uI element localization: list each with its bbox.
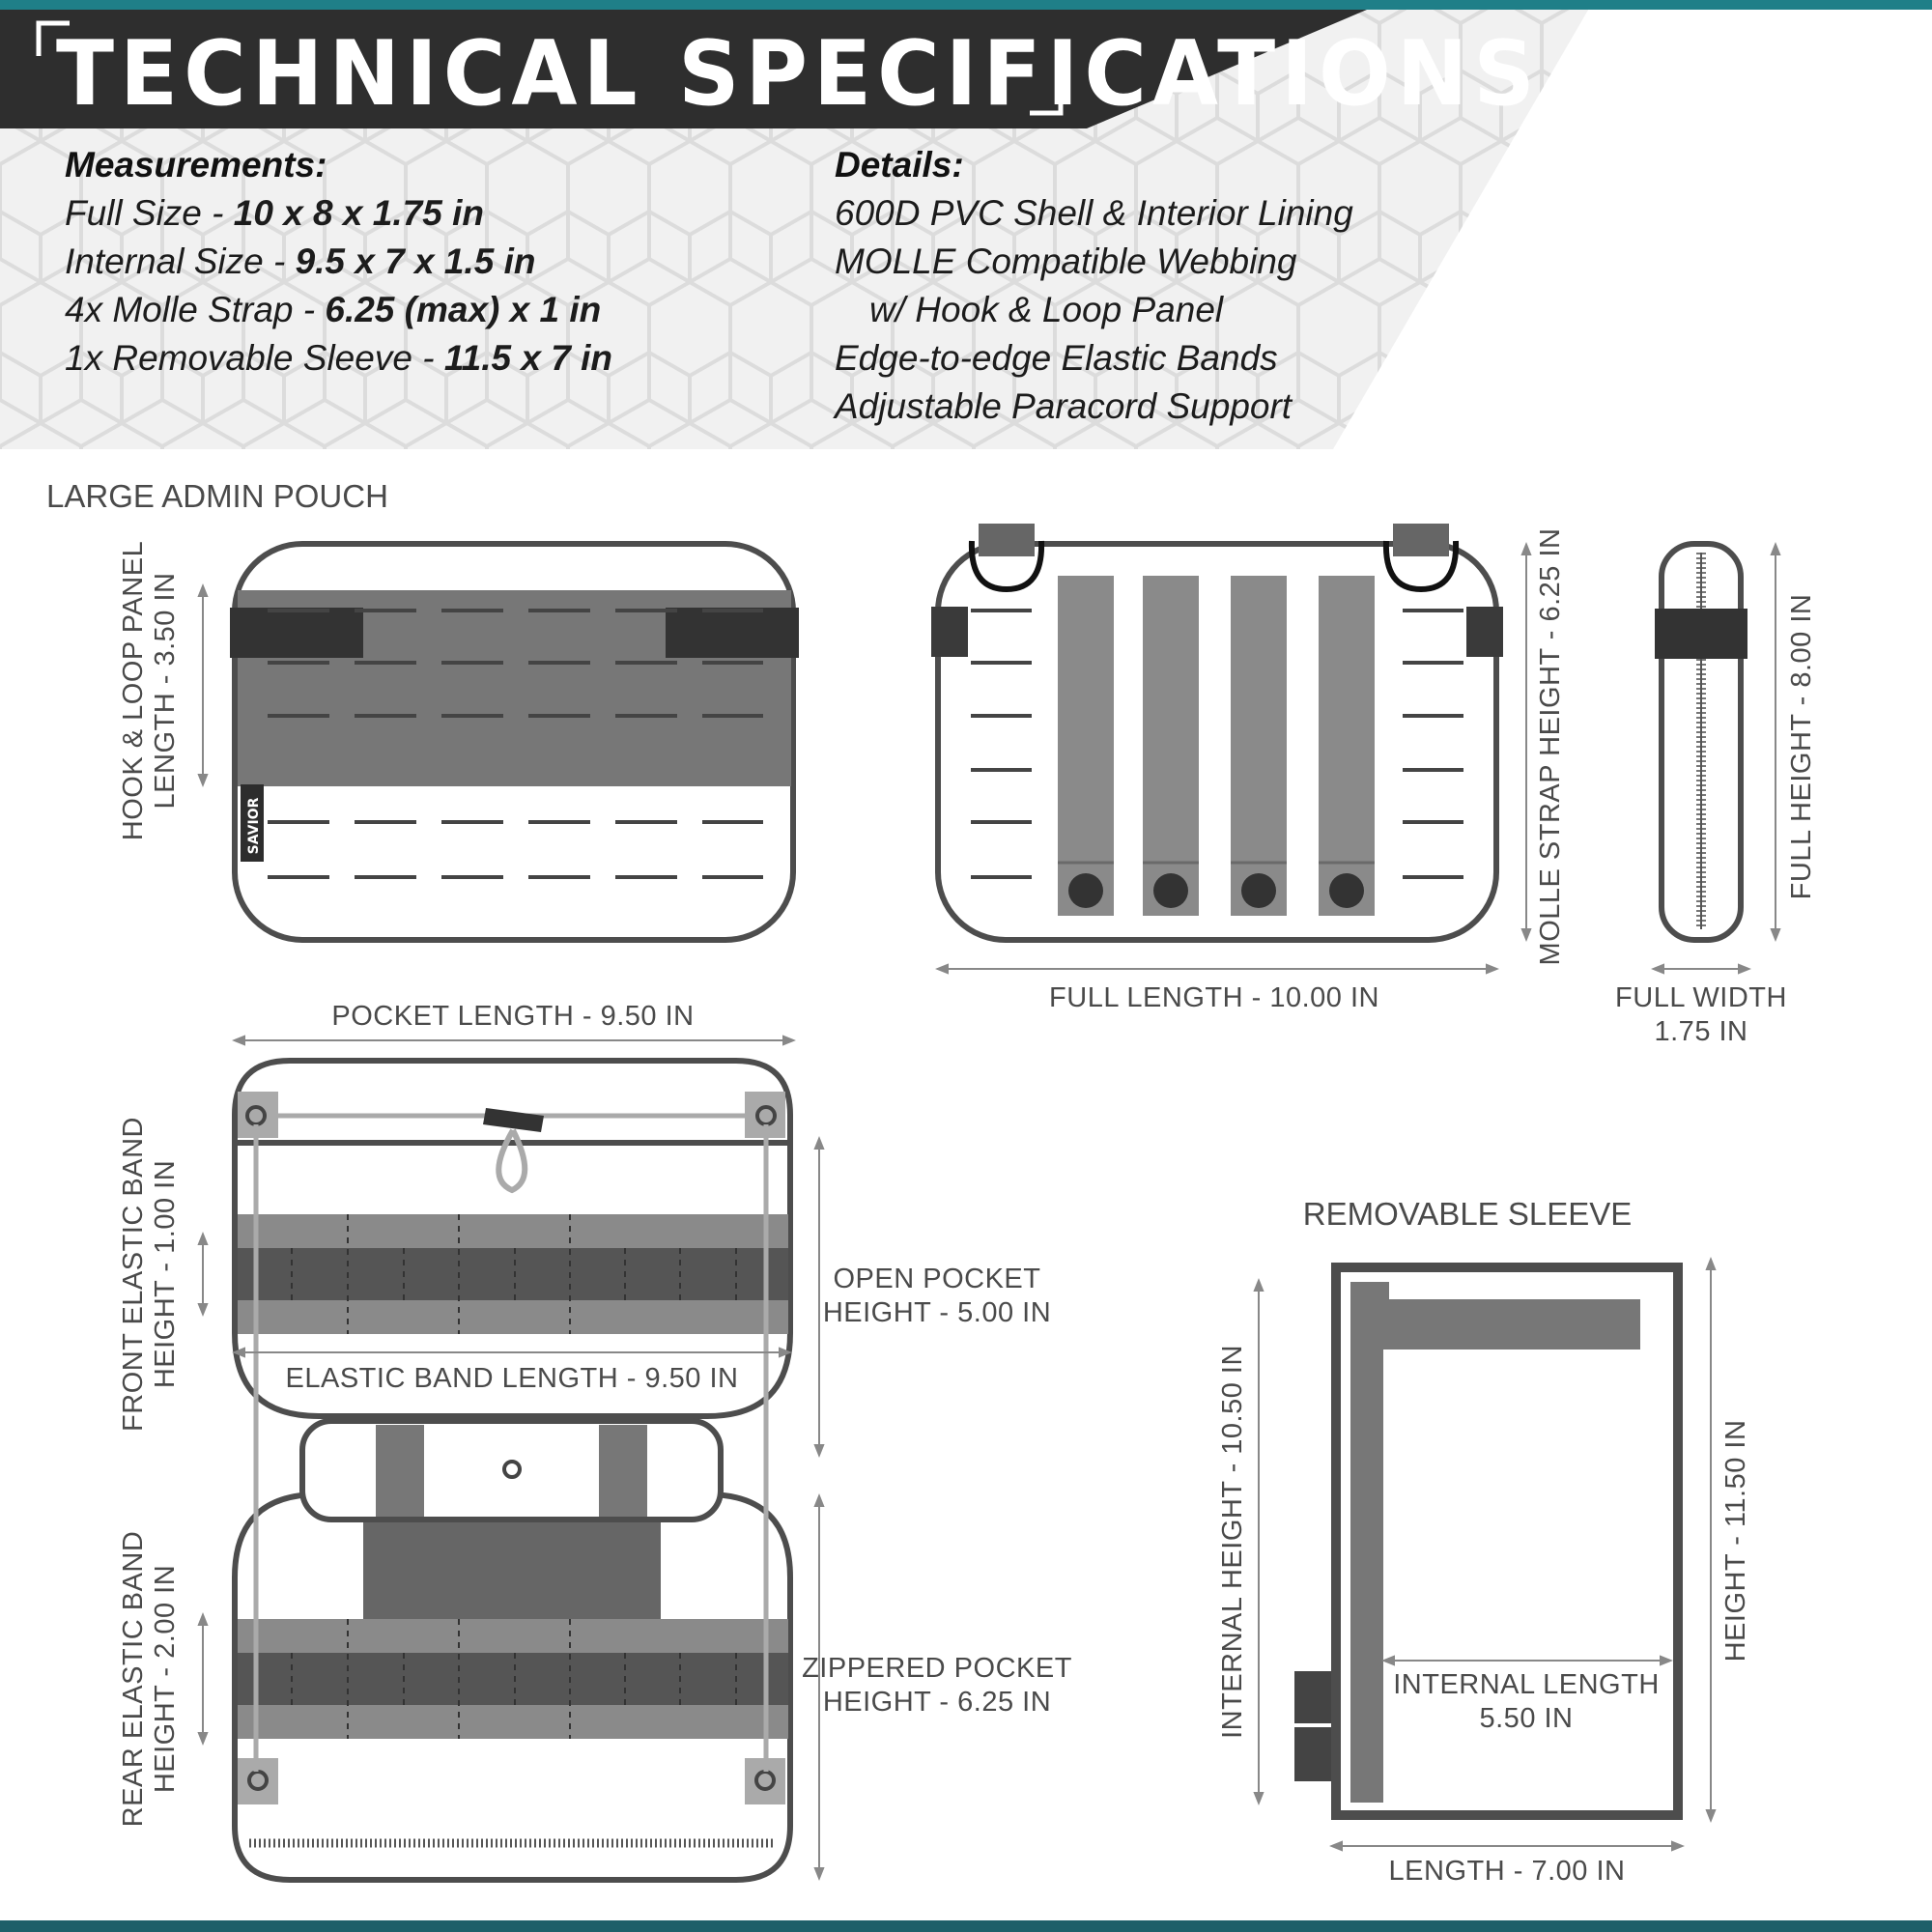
internal-length-label-2: 5.50 IN <box>1480 1703 1574 1734</box>
pouch-section-title: LARGE ADMIN POUCH <box>46 478 388 514</box>
cord-lock <box>483 1108 544 1132</box>
measurement-value: 6.25 (max) x 1 in <box>325 290 602 329</box>
top-accent-stripe <box>0 0 1932 10</box>
pouch-front-view: SAVIOR <box>230 541 799 943</box>
d-ring-left <box>968 540 1045 593</box>
bracket-bottom-right <box>1030 81 1064 116</box>
measurement-row: 4x Molle Strap - 6.25 (max) x 1 in <box>65 290 601 330</box>
height-label: HEIGHT - 11.50 IN <box>1720 1420 1751 1662</box>
detail-row: w/ Hook & Loop Panel <box>869 290 1224 329</box>
pouch-back-view <box>931 524 1503 943</box>
hook-loop-label-2: LENGTH - 3.50 IN <box>150 573 181 810</box>
molle-straps <box>1058 576 1375 916</box>
title-banner <box>0 10 1367 128</box>
bottom-accent-stripe <box>0 1920 1932 1932</box>
rear-band-label-2: HEIGHT - 2.00 IN <box>150 1565 181 1793</box>
measurements-heading: Measurements: <box>65 145 327 185</box>
measurement-value: 10 x 8 x 1.75 in <box>233 193 484 233</box>
hook-loop-tab-left <box>230 608 363 658</box>
full-width-label-1: FULL WIDTH <box>1615 982 1787 1013</box>
hook-loop-tab-right <box>666 608 799 658</box>
measurement-value: 11.5 x 7 in <box>443 338 612 378</box>
detail-row: 600D PVC Shell & Interior Lining <box>835 193 1353 233</box>
measurement-label: Internal Size - <box>65 242 296 281</box>
rear-band-label-1: REAR ELASTIC BAND <box>118 1531 149 1828</box>
internal-height-label: INTERNAL HEIGHT - 10.50 IN <box>1217 1345 1248 1739</box>
removable-sleeve <box>1294 1263 1683 1820</box>
details-heading: Details: <box>835 145 964 185</box>
measurement-row: Internal Size - 9.5 x 7 x 1.5 in <box>65 242 535 282</box>
measurement-row: Full Size - 10 x 8 x 1.75 in <box>65 193 484 234</box>
full-length-label: FULL LENGTH - 10.00 IN <box>1049 982 1379 1013</box>
elastic-length-label: ELASTIC BAND LENGTH - 9.50 IN <box>286 1363 739 1394</box>
detail-row: Adjustable Paracord Support <box>835 386 1293 426</box>
d-ring-right <box>1382 540 1460 593</box>
measurement-label: 4x Molle Strap - <box>65 290 326 329</box>
pouch-interior-view <box>232 1058 793 1883</box>
measurement-label: Full Size - <box>65 193 234 233</box>
brand-tag <box>241 784 264 862</box>
zip-pocket-label-1: ZIPPERED POCKET <box>802 1653 1072 1684</box>
hinge-spine <box>299 1418 724 1522</box>
measurement-row: 1x Removable Sleeve - 11.5 x 7 in <box>65 338 612 379</box>
detail-row: MOLLE Compatible Webbing <box>835 242 1297 281</box>
page-title: TECHNICAL SPECIFICATIONS <box>56 21 1541 127</box>
detail-row: Edge-to-edge Elastic Bands <box>835 338 1278 378</box>
molle-height-label: MOLLE STRAP HEIGHT - 6.25 IN <box>1535 528 1566 966</box>
pocket-length-label: POCKET LENGTH - 9.50 IN <box>331 1001 694 1032</box>
hook-loop-label-1: HOOK & LOOP PANEL <box>118 541 149 840</box>
measurement-label: 1x Removable Sleeve - <box>65 338 444 378</box>
front-band-label-2: HEIGHT - 1.00 IN <box>150 1160 181 1388</box>
brand-label: SAVIOR <box>246 797 262 854</box>
internal-length-label-1: INTERNAL LENGTH <box>1393 1669 1660 1700</box>
bracket-top-left <box>36 20 70 56</box>
open-pocket-label-1: OPEN POCKET <box>834 1264 1041 1294</box>
length-label: LENGTH - 7.00 IN <box>1389 1856 1626 1887</box>
front-band-label-1: FRONT ELASTIC BAND <box>118 1117 149 1432</box>
sleeve-section-title: REMOVABLE SLEEVE <box>1303 1196 1633 1232</box>
full-width-label-2: 1.75 IN <box>1655 1016 1748 1047</box>
pouch-side-view <box>1655 541 1747 943</box>
zip-pocket-label-2: HEIGHT - 6.25 IN <box>823 1687 1051 1718</box>
measurement-value: 9.5 x 7 x 1.5 in <box>295 242 536 281</box>
open-pocket-label-2: HEIGHT - 5.00 IN <box>823 1297 1051 1328</box>
full-height-label: FULL HEIGHT - 8.00 IN <box>1786 594 1817 900</box>
